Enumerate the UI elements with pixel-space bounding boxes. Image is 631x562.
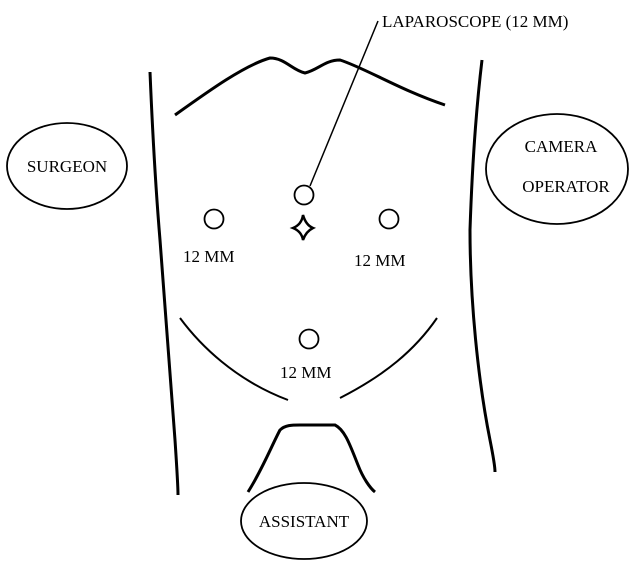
port-right-label: 12 MM [354,251,405,270]
camera-operator-label-line1: CAMERA [525,137,598,156]
left-flank-line [150,72,178,495]
lower-abdomen-left [180,318,288,400]
camera-operator-label-line2: OPERATOR [522,177,610,196]
surgeon-label: SURGEON [27,157,107,176]
camera-operator-ellipse [486,114,628,224]
port-left [205,210,224,229]
camera-operator-position: CAMERA OPERATOR [486,114,628,224]
port-laparoscope [295,186,314,205]
assistant-position: ASSISTANT [241,483,367,559]
laparoscope-leader-line [310,21,378,186]
port-bottom-label: 12 MM [280,363,331,382]
torso-outline [150,58,495,495]
assistant-label: ASSISTANT [259,512,350,531]
surgeon-position: SURGEON [7,123,127,209]
umbilicus-icon [293,215,313,240]
laparoscope-label: LAPAROSCOPE (12 MM) [382,12,568,31]
rib-margin-line [175,58,445,115]
port-right [380,210,399,229]
port-bottom [300,330,319,349]
lower-abdomen-right [340,318,437,398]
right-flank-line [470,60,495,472]
port-left-label: 12 MM [183,247,234,266]
pelvis-line [248,425,375,492]
